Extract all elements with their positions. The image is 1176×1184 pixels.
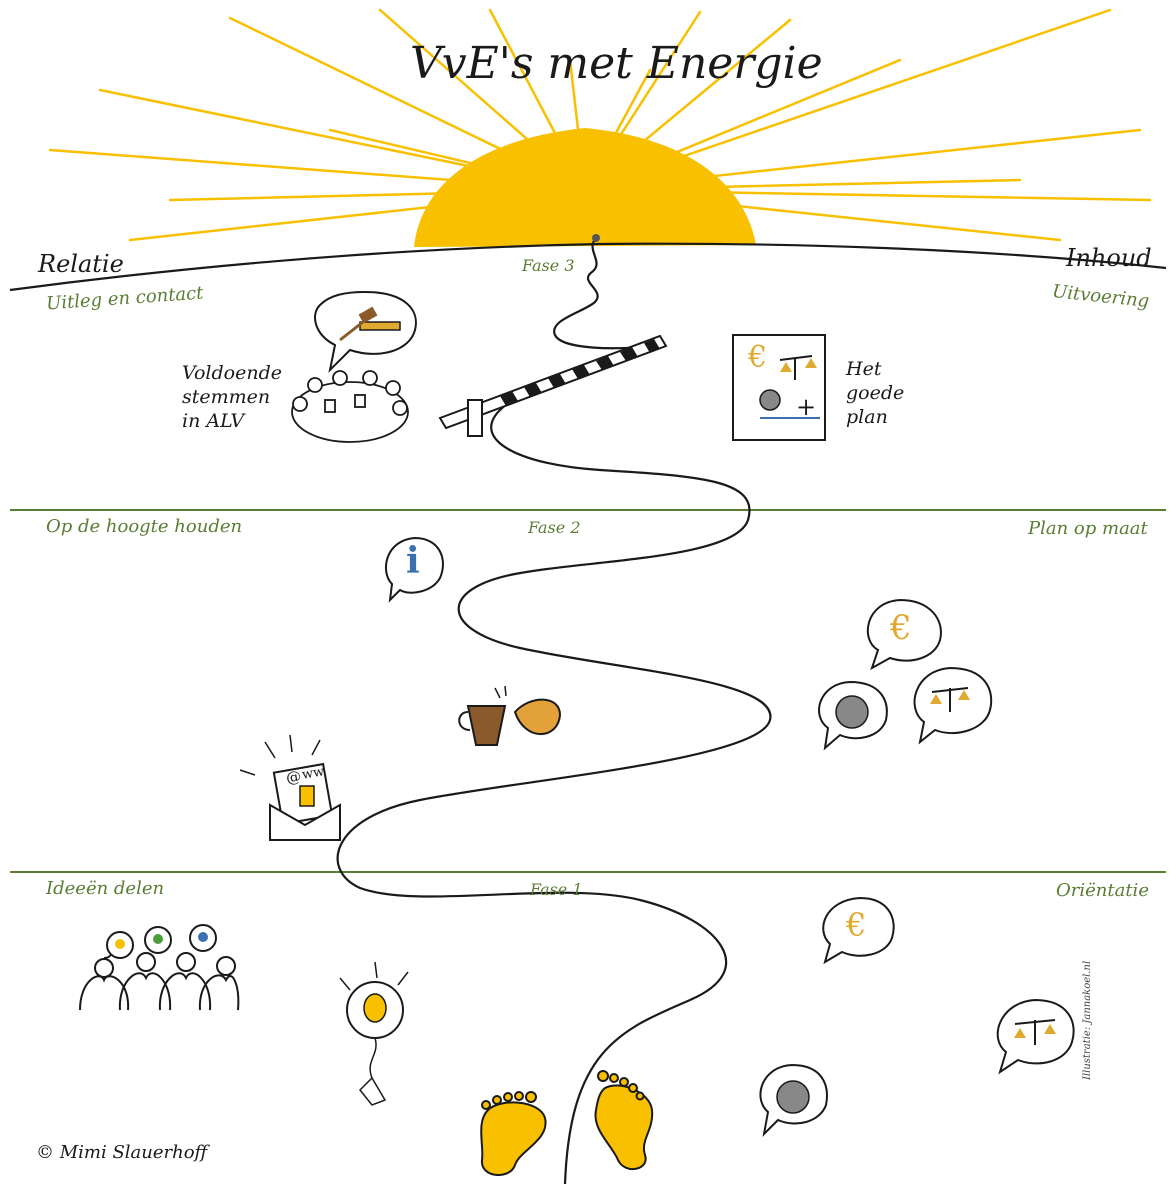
- horizon-line: [9, 242, 1167, 292]
- copyright-credit: © Mimi Slauerhoff: [36, 1142, 208, 1163]
- meeting-icon: [291, 370, 409, 443]
- coffee-cups-icon: [458, 685, 562, 746]
- gavel-bubble-icon: [314, 290, 417, 374]
- phase1-right-heading: Oriëntatie: [1056, 880, 1149, 901]
- scales-bubble-icon-phase1: [996, 998, 1075, 1075]
- footprints-icon: [480, 1070, 654, 1176]
- lightbulb-balloon-icon: [339, 961, 409, 1106]
- winding-path: [336, 236, 772, 1184]
- euro-bubble-icon-phase1: [822, 896, 895, 965]
- side-label-left: Relatie: [38, 250, 124, 278]
- vote-caption-line2: stemmen: [182, 386, 271, 408]
- phase2-left-heading: Op de hoogte houden: [46, 516, 243, 537]
- plan-caption-line3: plan: [846, 406, 888, 428]
- side-label-right: Inhoud: [1066, 244, 1152, 272]
- plan-euro-symbol: €: [748, 340, 768, 375]
- page-title: VvE's met Energie: [410, 38, 823, 89]
- phase1-label: Fase 1: [530, 880, 583, 899]
- wrench-bubble-icon-phase1: [759, 1063, 828, 1137]
- barrier-icon: [438, 334, 668, 437]
- phase2-label: Fase 2: [528, 518, 581, 537]
- phase3-label: Fase 3: [522, 256, 575, 275]
- vote-caption-line3: in ALV: [182, 410, 245, 432]
- newsletter-at-symbol: @: [284, 766, 303, 788]
- scales-bubble-icon-phase2: [913, 666, 993, 745]
- sun: [414, 128, 756, 247]
- illustrator-credit: Illustratie: Jannakoel.nl: [1082, 960, 1093, 1080]
- plan-caption-line2: goede: [846, 382, 905, 404]
- newsletter-icon: [239, 734, 341, 841]
- vote-caption-line1: Voldoende: [182, 362, 282, 384]
- plan-plus-symbol: +: [796, 393, 817, 421]
- info-bubble-icon: [384, 536, 444, 603]
- euro-bubble-icon-phase2: [866, 598, 942, 671]
- plan-caption-line1: Het: [846, 358, 882, 380]
- idea-bulb-bubbles: [106, 924, 217, 959]
- info-symbol: i: [406, 540, 420, 582]
- phase2-right-heading: Plan op maat: [1028, 518, 1148, 539]
- ideas-crowd-icon: [79, 949, 240, 1011]
- phase1-left-heading: Ideeën delen: [46, 878, 165, 899]
- plan-document-icon: [732, 334, 826, 441]
- path-end-dot: [592, 234, 600, 242]
- euro-symbol-phase1: €: [846, 906, 867, 944]
- euro-symbol-phase2: €: [890, 608, 912, 648]
- wrench-bubble-icon-phase2: [818, 680, 888, 751]
